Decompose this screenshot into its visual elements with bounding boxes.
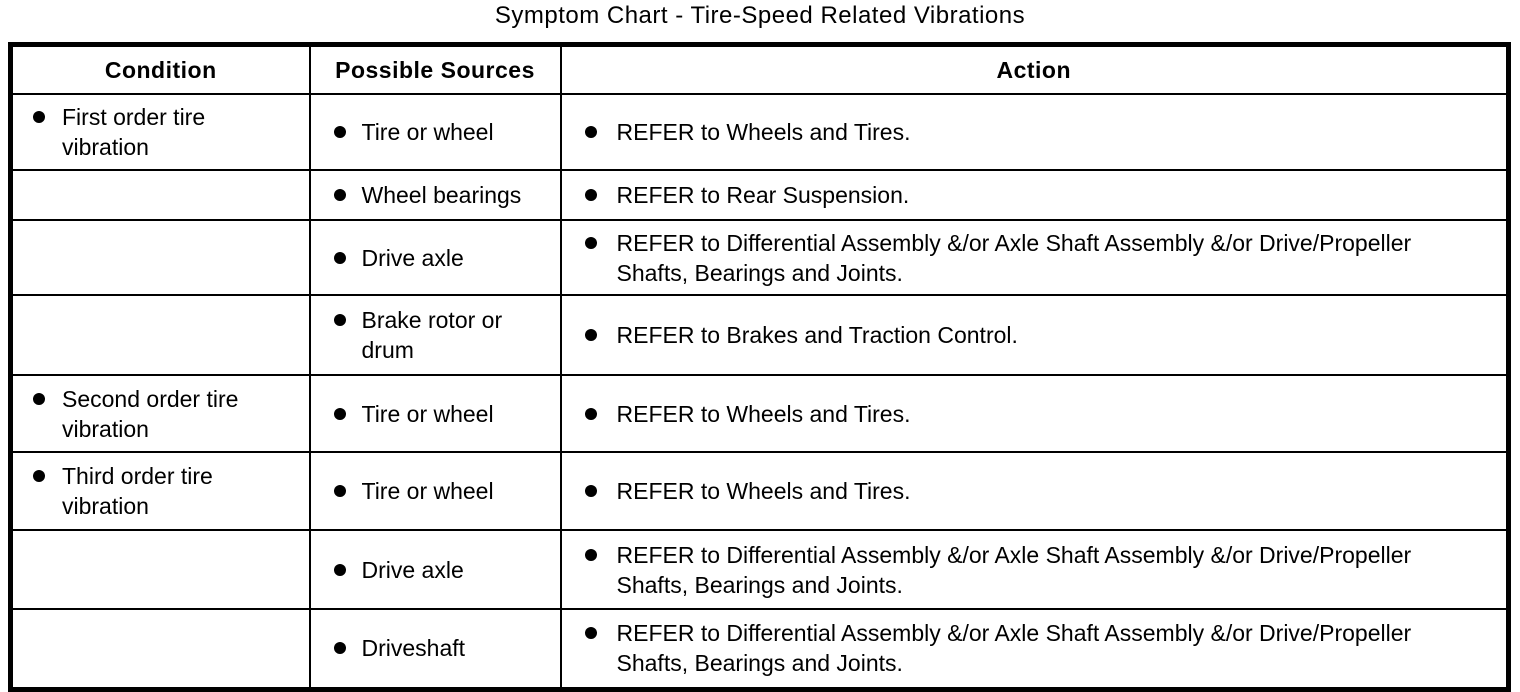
bullet-icon <box>584 627 597 640</box>
possible-source-cell: Tire or wheel <box>308 451 562 531</box>
possible-source-cell: Driveshaft <box>308 608 562 690</box>
action-cell: REFER to Differential Assembly &/or Axle… <box>559 219 1510 296</box>
bullet-icon <box>333 126 346 138</box>
possible-source-text: Brake rotor or drum <box>361 307 503 363</box>
possible-source-text: Tire or wheel <box>361 478 494 504</box>
bullet-icon <box>584 236 597 249</box>
possible-source-cell: Tire or wheel <box>308 374 562 453</box>
possible-source-text: Tire or wheel <box>361 119 494 145</box>
possible-source-cell: Wheel bearings <box>308 169 562 221</box>
action-text: REFER to Wheels and Tires. <box>616 119 911 145</box>
bullet-icon <box>333 407 346 420</box>
condition-cell: First order tire vibration <box>9 93 311 171</box>
bullet-icon <box>333 189 346 201</box>
table-row: Wheel bearings REFER to Rear Suspension. <box>9 169 1510 221</box>
column-header-action: Action <box>559 43 1510 95</box>
table-row: Second order tire vibration Tire or whee… <box>9 374 1510 453</box>
possible-source-cell: Tire or wheel <box>308 93 562 171</box>
symptom-table-body: First order tire vibration Tire or wheel… <box>9 93 1510 690</box>
bullet-icon <box>333 251 346 264</box>
bullet-icon <box>584 407 597 420</box>
column-header-condition: Condition <box>9 43 311 95</box>
condition-cell <box>9 294 311 376</box>
symptom-chart-table: Condition Possible Sources Action First … <box>8 42 1511 692</box>
condition-cell <box>9 219 311 296</box>
possible-source-text: Wheel bearings <box>361 182 522 208</box>
condition-text: Second order tire vibration <box>62 385 239 442</box>
possible-source-text: Tire or wheel <box>361 400 494 427</box>
possible-source-cell: Drive axle <box>308 219 562 296</box>
condition-text: Third order tire vibration <box>62 463 213 519</box>
bullet-icon <box>333 314 346 326</box>
action-cell: REFER to Wheels and Tires. <box>559 93 1510 171</box>
condition-text: First order tire vibration <box>62 104 206 160</box>
column-header-possible-sources: Possible Sources <box>308 43 562 95</box>
condition-cell <box>9 169 311 221</box>
bullet-icon <box>333 642 346 655</box>
action-text: REFER to Brakes and Traction Control. <box>616 322 1018 348</box>
action-cell: REFER to Differential Assembly &/or Axle… <box>559 529 1510 610</box>
bullet-icon <box>33 470 45 482</box>
bullet-icon <box>333 485 346 497</box>
action-text: REFER to Rear Suspension. <box>616 182 910 208</box>
possible-source-cell: Drive axle <box>308 529 562 610</box>
bullet-icon <box>584 189 597 201</box>
bullet-icon <box>584 329 597 341</box>
action-cell: REFER to Rear Suspension. <box>559 169 1510 221</box>
table-row: Drive axle REFER to Differential Assembl… <box>9 529 1510 610</box>
possible-source-cell: Brake rotor or drum <box>308 294 562 376</box>
condition-cell: Third order tire vibration <box>9 451 311 531</box>
bullet-icon <box>333 563 346 576</box>
action-text: REFER to Differential Assembly &/or Axle… <box>616 620 1412 677</box>
action-cell: REFER to Brakes and Traction Control. <box>559 294 1510 376</box>
possible-source-text: Driveshaft <box>361 635 466 662</box>
condition-cell <box>9 529 311 610</box>
bullet-icon <box>33 392 45 405</box>
possible-source-text: Drive axle <box>361 244 464 271</box>
table-row: Driveshaft REFER to Differential Assembl… <box>9 608 1510 690</box>
table-row: Brake rotor or drum REFER to Brakes and … <box>9 294 1510 376</box>
possible-source-text: Drive axle <box>361 556 464 583</box>
action-text: REFER to Wheels and Tires. <box>616 478 911 504</box>
table-row: First order tire vibration Tire or wheel… <box>9 93 1510 171</box>
bullet-icon <box>33 111 45 123</box>
action-cell: REFER to Differential Assembly &/or Axle… <box>559 608 1510 690</box>
action-cell: REFER to Wheels and Tires. <box>559 374 1510 453</box>
action-text: REFER to Differential Assembly &/or Axle… <box>616 541 1412 598</box>
bullet-icon <box>584 126 597 138</box>
bullet-icon <box>584 548 597 561</box>
action-cell: REFER to Wheels and Tires. <box>559 451 1510 531</box>
page-title: Symptom Chart - Tire-Speed Related Vibra… <box>494 2 1026 29</box>
table-row: Drive axle REFER to Differential Assembl… <box>9 219 1510 296</box>
table-row: Third order tire vibration Tire or wheel… <box>9 451 1510 531</box>
header-row: Condition Possible Sources Action <box>9 43 1510 95</box>
condition-cell: Second order tire vibration <box>9 374 311 453</box>
condition-cell <box>9 608 311 690</box>
action-text: REFER to Differential Assembly &/or Axle… <box>616 229 1412 286</box>
action-text: REFER to Wheels and Tires. <box>616 400 911 427</box>
bullet-icon <box>584 485 597 497</box>
